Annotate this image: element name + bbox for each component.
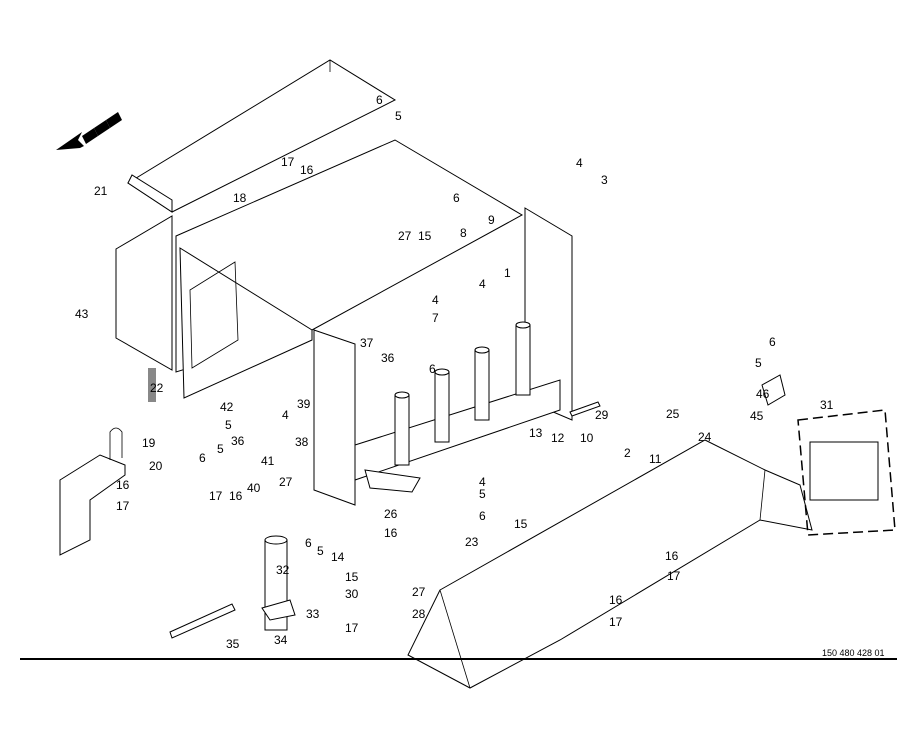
- callout: 38: [295, 435, 309, 449]
- callout: 46: [756, 387, 770, 401]
- callout: 27: [398, 229, 412, 243]
- callout: 17: [345, 621, 359, 635]
- callout: 14: [331, 550, 345, 564]
- side-panel-part: [175, 139, 524, 399]
- callout: 4: [479, 277, 486, 291]
- callout: 16: [300, 163, 314, 177]
- top-cover-part: [127, 59, 397, 213]
- callout: 5: [479, 487, 486, 501]
- callout: 10: [580, 431, 594, 445]
- callout: 16: [384, 526, 398, 540]
- callout: 4: [282, 408, 289, 422]
- callout: 15: [418, 229, 432, 243]
- plate-part: [797, 409, 896, 536]
- callout: 19: [142, 436, 156, 450]
- u-bolt-part: [109, 427, 123, 460]
- callout: 5: [395, 109, 402, 123]
- callout: 5: [225, 418, 232, 432]
- callout: 36: [231, 434, 245, 448]
- callout: 45: [750, 409, 764, 423]
- callout: 32: [276, 563, 290, 577]
- rail-part: [169, 603, 236, 639]
- callout: 29: [595, 408, 609, 422]
- callout: 36: [381, 351, 395, 365]
- callout: 6: [453, 191, 460, 205]
- callout: 12: [551, 431, 565, 445]
- callout: 26: [384, 507, 398, 521]
- callout: 5: [755, 356, 762, 370]
- callout: 6: [199, 451, 206, 465]
- callout: 6: [769, 335, 776, 349]
- callout: 6: [376, 93, 383, 107]
- callout: 39: [297, 397, 311, 411]
- callout: 17: [281, 155, 295, 169]
- callout: 6: [429, 362, 436, 376]
- direction-arrow-icon: [56, 112, 122, 150]
- callout: 22: [150, 381, 164, 395]
- callout: 41: [261, 454, 275, 468]
- callout: 28: [412, 607, 426, 621]
- callout: 34: [274, 633, 288, 647]
- callout: 24: [698, 430, 712, 444]
- callout: 4: [432, 293, 439, 307]
- callout: 15: [345, 570, 359, 584]
- callout: 17: [209, 489, 223, 503]
- callout: 2: [624, 446, 631, 460]
- callout: 18: [233, 191, 247, 205]
- reflector-strip: [148, 368, 156, 402]
- callout: 16: [229, 489, 243, 503]
- callout: 7: [432, 311, 439, 325]
- callout: 11: [649, 452, 662, 466]
- callout: 6: [305, 536, 312, 550]
- callout: 16: [609, 593, 623, 607]
- callout: 17: [667, 569, 681, 583]
- hinge-part: [761, 374, 786, 406]
- callout: 23: [465, 535, 479, 549]
- clamp-part: [261, 599, 296, 621]
- callout: 33: [306, 607, 320, 621]
- callout: 4: [576, 156, 583, 170]
- callout: 35: [226, 637, 240, 651]
- back-panel-part: [115, 215, 173, 371]
- callout: 8: [460, 226, 467, 240]
- bracket-part: [59, 454, 126, 556]
- callout: 42: [220, 400, 234, 414]
- callout: 3: [601, 173, 608, 187]
- callout: 27: [412, 585, 426, 599]
- callout: 21: [94, 184, 108, 198]
- callout: 40: [247, 481, 261, 495]
- callout: 20: [149, 459, 163, 473]
- callout: 30: [345, 587, 359, 601]
- callout: 16: [116, 478, 130, 492]
- document-number: 150 480 428 01: [822, 648, 885, 658]
- callout: 16: [665, 549, 679, 563]
- callout: 15: [514, 517, 528, 531]
- callout: 31: [820, 398, 834, 412]
- callout: 6: [479, 509, 486, 523]
- rod-part: [569, 401, 601, 417]
- callout: 1: [504, 266, 511, 280]
- callout: 9: [488, 213, 495, 227]
- callout: 27: [279, 475, 293, 489]
- callout: 17: [116, 499, 130, 513]
- callout: 13: [529, 426, 543, 440]
- callout: 43: [75, 307, 89, 321]
- plate-window: [809, 441, 879, 501]
- callout-labels: 6 5 17 16 21 18 27 15 4 3 6 9 8 4 1 4 7 …: [75, 93, 834, 651]
- callout: 17: [609, 615, 623, 629]
- callout: 5: [217, 442, 224, 456]
- callout: 4: [479, 475, 486, 489]
- callout: 37: [360, 336, 374, 350]
- frame-part: [313, 207, 573, 506]
- fender-part: [407, 439, 813, 689]
- callout: 25: [666, 407, 680, 421]
- callout: 5: [317, 544, 324, 558]
